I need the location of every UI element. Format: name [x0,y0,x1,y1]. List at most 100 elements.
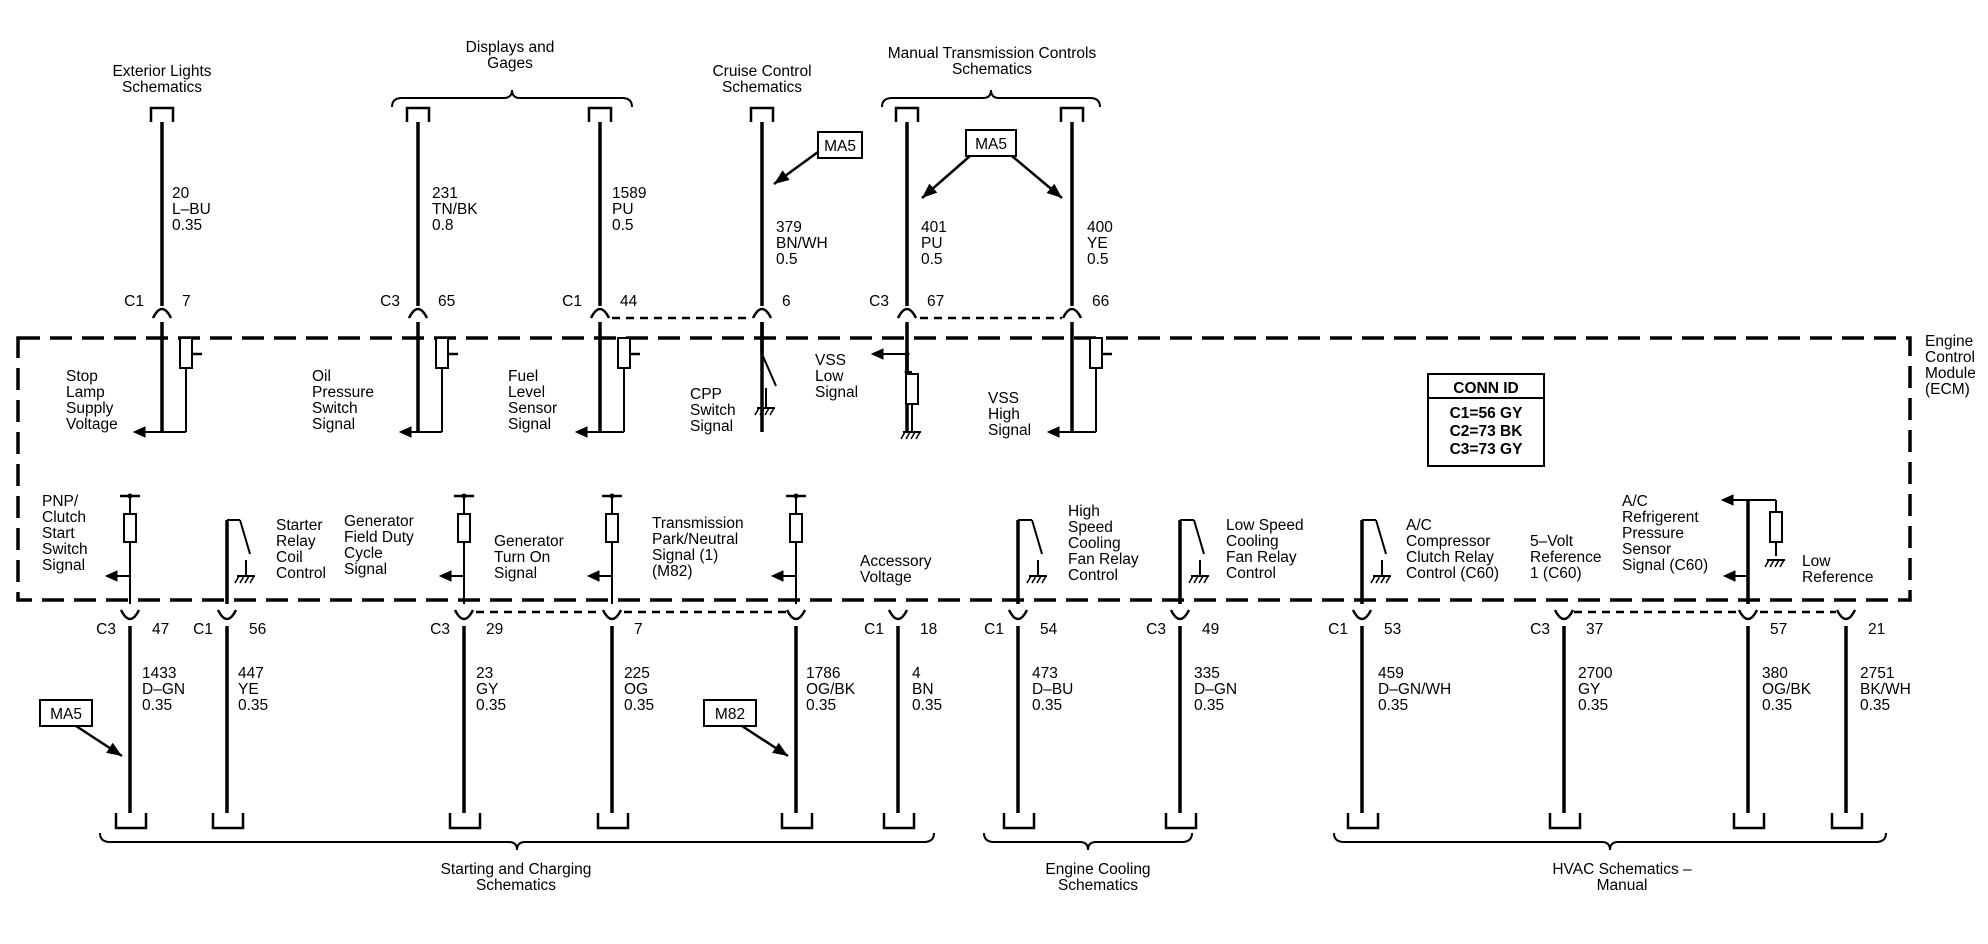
signal-stop-lamp: Stop [66,368,98,385]
relay-ground [249,575,255,584]
wire-circuit-label: 447 [238,665,264,682]
signal-generator-turn-on: Turn On [494,549,550,566]
signal-starter-relay: Starter [276,517,323,534]
connector-pin [1553,609,1575,621]
wire-end-bracket [1732,813,1766,830]
dest-starting-charging: Starting and Charging [441,861,592,878]
wire-end-bracket [405,106,431,122]
wire-color-label: BN [912,681,934,698]
wire-gauge-label: 0.35 [1578,697,1608,714]
wire-circuit-label: 2751 [1860,665,1894,682]
dest-brace [99,832,935,851]
cpp-ground [759,407,765,416]
relay-ground [1385,575,1391,584]
signal-high-speed-fan: Cooling [1068,535,1121,552]
conn-id-row: C1=56 GY [1450,405,1523,422]
signal-oil-pressure: Pressure [312,384,374,401]
sensor-ground [1774,559,1780,568]
connector-pin [1737,609,1759,621]
dest-manual-trans: Manual Transmission Controls [888,45,1097,62]
signal-generator-field: Generator [344,513,414,530]
dest-displays-gages: Gages [487,55,533,72]
connector-pin [1169,609,1191,621]
option-arrow-head [774,170,790,184]
wire-circuit-label: 379 [776,219,802,236]
signal-high-speed-fan: Speed [1068,519,1113,536]
signal-5v-reference: 5–Volt [1530,533,1574,550]
relay-ground [1370,575,1376,584]
wire-end-bracket [149,106,175,122]
signal-pnp-clutch: Start [42,525,75,542]
signal-oil-pressure: Switch [312,400,358,417]
signal-ac-pressure-sensor: Sensor [1622,541,1671,558]
connector-label: C3 [1146,621,1166,638]
signal-low-speed-fan: Fan Relay [1226,549,1297,566]
signal-stop-lamp: Lamp [66,384,105,401]
wire-gauge-label: 0.5 [612,217,634,234]
wire-circuit-label: 4 [912,665,921,682]
signal-arrow [1046,426,1060,438]
wire-gauge-label: 0.35 [1762,697,1792,714]
pin-label: 7 [634,621,643,638]
connector-pin [216,609,238,621]
wire-color-label: L–BU [172,201,211,218]
wire-color-label: YE [1087,235,1108,252]
wire-color-label: D–GN [1194,681,1237,698]
ecm-label: Engine [1925,333,1973,350]
wire-gauge-label: 0.5 [921,251,943,268]
sensor-resistor [1769,511,1783,543]
option-arrow-head [922,183,938,198]
connector-pin [589,307,611,319]
signal-ac-clutch-relay: Compressor [1406,533,1490,550]
relay-switch-blade [1193,519,1205,555]
wire-color-label: PU [921,235,943,252]
signal-accessory-voltage: Voltage [860,569,912,586]
signal-low-speed-fan: Control [1226,565,1276,582]
wire-circuit-label: 473 [1032,665,1058,682]
relay-switch-blade [239,519,251,555]
signal-oil-pressure: Signal [312,416,355,433]
cpp-switch-blade [761,353,777,387]
dest-manual-trans: Schematics [952,61,1032,78]
wire-circuit-label: 20 [172,185,190,202]
wire-circuit-label: 401 [921,219,947,236]
option-tag-ma5: MA5 [975,136,1007,153]
pin-label: 29 [486,621,503,638]
wire-gauge-label: 0.35 [1860,697,1890,714]
signal-ac-pressure-sensor: Signal (C60) [1622,557,1708,574]
signal-low-speed-fan: Cooling [1226,533,1279,550]
signal-starter-relay: Relay [276,533,316,550]
wire-circuit-label: 380 [1762,665,1788,682]
wire-gauge-label: 0.35 [142,697,172,714]
wire-color-label: TN/BK [432,201,478,218]
signal-ac-pressure-sensor: Refrigerent [1622,509,1699,526]
signal-arrow [104,570,118,582]
signal-pnp-clutch: PNP/ [42,493,79,510]
connector-label: C1 [984,621,1004,638]
pin-label: 18 [920,621,937,638]
wire-color-label: OG [624,681,648,698]
dest-exterior-lights: Exterior Lights [112,63,211,80]
wire-end-bracket [780,813,814,830]
signal-vss-low: VSS [815,352,846,369]
wire-gauge-label: 0.35 [238,697,268,714]
connector-label: C1 [193,621,213,638]
pin-label: 67 [927,293,944,310]
signal-high-speed-fan: Fan Relay [1068,551,1139,568]
ecm-label: (ECM) [1925,381,1970,398]
dest-brace [881,89,1101,108]
option-tag-box [39,699,93,727]
wire-gauge-label: 0.35 [806,697,836,714]
conn-id-box [1427,373,1545,467]
connector-pin [151,307,173,319]
option-tag-box [965,129,1017,157]
wire-end-bracket [1059,106,1085,122]
pin-label: 53 [1384,621,1401,638]
wire-end-bracket [596,813,630,830]
dest-cruise-control: Schematics [722,79,802,96]
signal-arrow [574,426,588,438]
dest-brace [1333,832,1887,851]
dest-starting-charging: Schematics [476,877,556,894]
wire-circuit-label: 335 [1194,665,1220,682]
vss-low-resistor [905,373,919,405]
